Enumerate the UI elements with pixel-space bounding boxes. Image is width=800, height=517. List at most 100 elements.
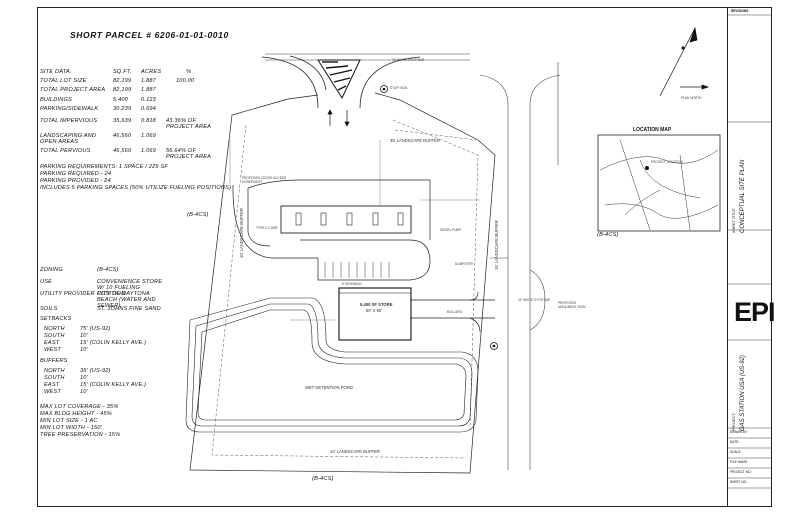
- buffer-value: 10': [80, 389, 88, 395]
- row-acres: 1.887: [141, 87, 156, 93]
- row-pct: 43.36% OF PROJECT AREA: [166, 118, 212, 130]
- east-buffer-label: 15' LANDSCAPE BUFFER: [494, 220, 499, 270]
- limit-line: MIN LOT SIZE - 1 AC: [40, 418, 98, 424]
- setback-value: 15' (COLIN KELLY AVE.): [80, 340, 147, 346]
- property-boundary: [189, 92, 496, 474]
- limit-line: MAX BLDG HEIGHT - 45%: [40, 411, 112, 417]
- north-arrow-label: PLAN NORTH: [681, 96, 702, 100]
- setbacks-label: SETBACKS: [40, 316, 72, 322]
- row-sqft: 46,560: [113, 148, 132, 154]
- pond-label: WET DETENTION POND: [305, 385, 353, 390]
- sqft-header: SQ.FT.: [113, 69, 132, 75]
- entrance-arrows: [327, 109, 350, 127]
- store-dimension: 60' X 90': [366, 308, 383, 313]
- buffer-dir: EAST: [44, 382, 60, 388]
- location-map-title: LOCATION MAP: [633, 127, 672, 133]
- row-label: LANDSCAPING AND OPEN AREAS: [40, 133, 97, 145]
- project-location-label: PROJECT LOCATION: [651, 160, 683, 164]
- firm-logo: EPI: [734, 297, 776, 327]
- sheet-title-label: SHEET TITLE:: [732, 207, 736, 233]
- road-east: [479, 62, 561, 470]
- row-acres: 1.069: [141, 148, 156, 154]
- detention-pond: [185, 297, 479, 433]
- fuel-canopy: [280, 205, 412, 234]
- zone-south-label: (B-4CS): [312, 476, 334, 482]
- utility-label: UTILITY PROVIDER: [40, 291, 95, 297]
- row-acres: 1.887: [141, 78, 156, 84]
- buffers-label: BUFFERS: [40, 358, 68, 364]
- buffer-value: 15' (COLIN KELLY AVE.): [80, 382, 147, 388]
- setback-dir: EAST: [44, 340, 60, 346]
- north-buffer-label: 35' LANDSCAPE BUFFER: [390, 138, 440, 143]
- acres-header: ACRES: [141, 69, 162, 75]
- setback-value: 10': [80, 347, 88, 353]
- parking-line: INCLUDES 5 PARKING SPACES (50% UTILIZE F…: [40, 185, 232, 191]
- row-sqft: 5,400: [113, 97, 128, 103]
- south-buffer-label: 10' LANDSCAPE BUFFER: [330, 449, 380, 454]
- setback-value: 10': [80, 333, 88, 339]
- row-label: PARKING/SIDEWALK: [40, 106, 99, 112]
- row-acres: 0.818: [141, 118, 156, 124]
- hatched-median: [317, 59, 361, 100]
- project-label: PROJECT:: [732, 412, 736, 432]
- limit-line: MIN LOT WIDTH - 150': [40, 425, 102, 431]
- row-pct: 56.64% OF PROJECT AREA: [166, 148, 212, 160]
- row-pct: 100.00: [176, 78, 195, 84]
- north-arrow: [659, 26, 710, 97]
- scale-label: SCALE:: [730, 450, 742, 454]
- stop-bar-label: 24' WHITE STOP BAR: [392, 58, 425, 62]
- store-building: [338, 287, 412, 341]
- row-label: TOTAL LOT SIZE: [40, 78, 87, 84]
- use-label: USE: [40, 279, 53, 285]
- buffer-value: 10': [80, 375, 88, 381]
- cross-access-label: PROPOSED CROSS ACCESS AGREEMENT: [242, 176, 287, 184]
- site-data-header: SITE DATA:: [40, 69, 72, 75]
- zone-east-label: (B-4CS): [597, 232, 619, 238]
- stop-bar-label-east: 24' WHITE STOP BAR: [518, 298, 551, 302]
- fuel-islands: [295, 212, 404, 226]
- road-north: [265, 53, 470, 61]
- file-name-label: FILE NAME:: [730, 460, 748, 464]
- row-sqft: 30,239: [113, 106, 132, 112]
- setback-dir: WEST: [44, 347, 61, 353]
- sheet-title: CONCEPTUAL SITE PLAN: [740, 159, 746, 233]
- pct-header: %: [186, 69, 192, 75]
- row-label: TOTAL PROJECT AREA: [40, 87, 106, 93]
- buffer-value: 35' (US-92): [80, 368, 111, 374]
- row-label: BUILDINGS: [40, 97, 72, 103]
- setback-value: 75' (US-92): [80, 326, 111, 332]
- setback-dir: NORTH: [44, 326, 65, 332]
- soils-label: SOILS: [40, 306, 58, 312]
- dumpster-label: DUMPSTER: [455, 262, 473, 266]
- project-no-label: PROJECT NO.:: [730, 470, 753, 474]
- zone-west-label: (B-4CS): [187, 212, 209, 218]
- row-sqft: 82,199: [113, 87, 132, 93]
- store-label: 5,400 SF STORE: [360, 302, 393, 307]
- buffer-dir: WEST: [44, 389, 61, 395]
- project-name: GAS STATION USA (US-92): [740, 355, 746, 431]
- bollard-label: BOLLARD: [447, 310, 462, 314]
- row-sqft: 46,560: [113, 133, 132, 139]
- diesel-pump-label: DIESEL PUMP: [440, 228, 462, 232]
- stop-sign-symbol: [380, 85, 388, 93]
- sidewalk-label: 5' SIDEWALK: [342, 282, 362, 286]
- utility-value: CITY OF DAYTONA BEACH (WATER AND SEWER): [97, 291, 156, 309]
- buffer-dir: NORTH: [44, 368, 65, 374]
- stop-sign-label: STOP SIGN: [390, 86, 408, 90]
- sheet-no-label: SHEET NO.:: [730, 480, 749, 484]
- location-map-lines: [599, 139, 719, 231]
- row-label: TOTAL PERVIOUS: [40, 148, 91, 154]
- parking-line: PARKING REQUIRED - 24: [40, 171, 112, 177]
- row-acres: 0.694: [141, 106, 156, 112]
- soils-value: ST. JOHNS FINE SAND: [97, 306, 161, 312]
- revisions-label: REVISIONS: [731, 9, 749, 13]
- buffer-lines: [211, 119, 479, 459]
- limit-line: MAX LOT COVERAGE - 35%: [40, 404, 119, 410]
- drawn-by-label: DRAWN BY:: [730, 430, 748, 434]
- west-buffer-label: 10' LANDSCAPE BUFFER: [239, 208, 244, 258]
- zoning-label: ZONING: [40, 267, 63, 273]
- date-label: DATE:: [730, 440, 740, 444]
- monument-sign-label: PROPOSED MONUMENT SIGN: [558, 301, 586, 309]
- limit-line: TREE PRESERVATION - 15%: [40, 432, 121, 438]
